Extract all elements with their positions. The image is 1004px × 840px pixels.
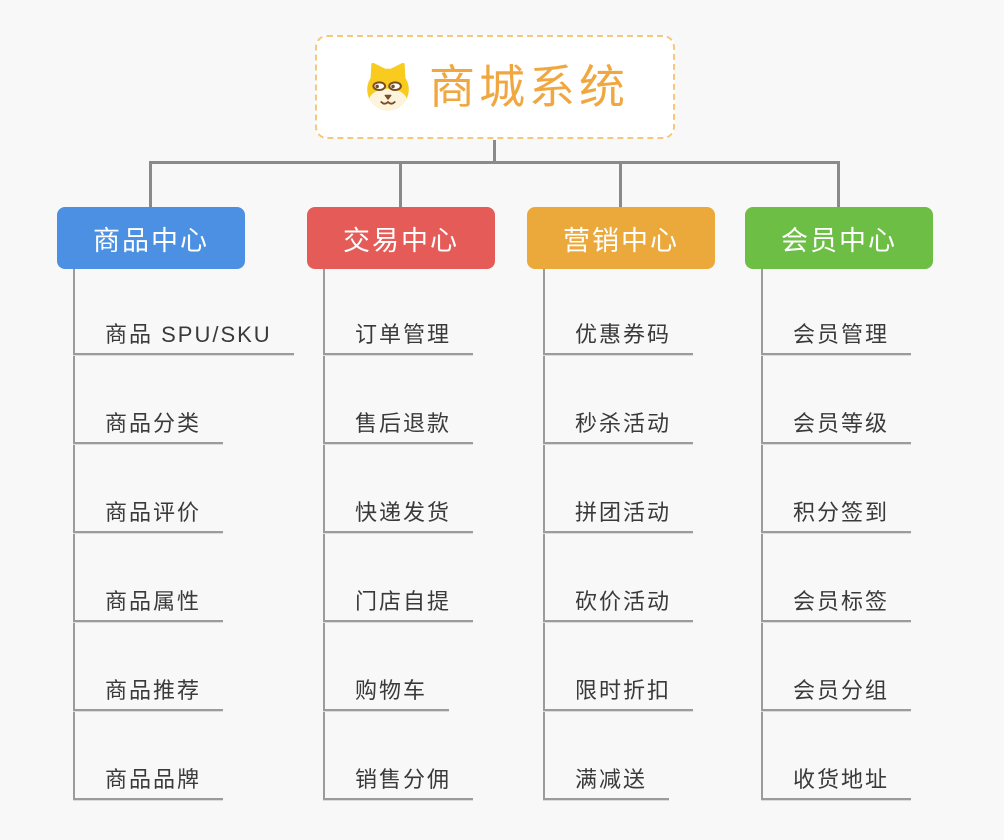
drop-line-marketing (619, 161, 622, 208)
child-node[interactable]: 限时折扣 (543, 673, 694, 711)
branch-node-trade-center[interactable]: 交易中心 (307, 207, 495, 269)
branch-node-product-center[interactable]: 商品中心 (57, 207, 245, 269)
trunk-line (149, 161, 840, 164)
branch-label: 会员中心 (781, 225, 897, 256)
branch-node-member-center[interactable]: 会员中心 (745, 207, 933, 269)
child-node[interactable]: 会员管理 (761, 317, 912, 355)
root-title: 商城系统 (429, 61, 629, 113)
root-stem-line (493, 140, 496, 163)
child-node[interactable]: 秒杀活动 (543, 406, 694, 444)
child-node[interactable]: 会员等级 (761, 406, 912, 444)
child-node[interactable]: 商品评价 (73, 495, 224, 533)
child-node[interactable]: 门店自提 (323, 584, 474, 622)
root-node[interactable]: 商城系统 (315, 35, 675, 139)
spine-line-member (761, 269, 763, 800)
spine-line-marketing (543, 269, 545, 800)
child-node[interactable]: 商品推荐 (73, 673, 224, 711)
child-node[interactable]: 商品品牌 (73, 762, 224, 800)
drop-line-trade (399, 161, 402, 208)
child-node[interactable]: 会员分组 (761, 673, 912, 711)
child-node[interactable]: 满减送 (543, 762, 670, 800)
drop-line-member (837, 161, 840, 208)
child-node[interactable]: 商品 SPU/SKU (73, 317, 294, 355)
child-node[interactable]: 销售分佣 (323, 762, 474, 800)
child-node[interactable]: 收货地址 (761, 762, 912, 800)
child-node[interactable]: 快递发货 (323, 495, 474, 533)
spine-line-product (73, 269, 75, 800)
child-node[interactable]: 订单管理 (323, 317, 474, 355)
branch-label: 商品中心 (93, 225, 209, 256)
dog-face-icon (367, 62, 409, 111)
child-node[interactable]: 售后退款 (323, 406, 474, 444)
branch-label: 营销中心 (563, 225, 679, 256)
branch-node-marketing-center[interactable]: 营销中心 (527, 207, 715, 269)
child-node[interactable]: 砍价活动 (543, 584, 694, 622)
branch-label: 交易中心 (343, 225, 459, 256)
child-node[interactable]: 会员标签 (761, 584, 912, 622)
child-node[interactable]: 积分签到 (761, 495, 912, 533)
child-node[interactable]: 商品分类 (73, 406, 224, 444)
child-node[interactable]: 拼团活动 (543, 495, 694, 533)
drop-line-product (149, 161, 152, 208)
spine-line-trade (323, 269, 325, 800)
child-node[interactable]: 优惠券码 (543, 317, 694, 355)
child-node[interactable]: 购物车 (323, 673, 450, 711)
child-node[interactable]: 商品属性 (73, 584, 224, 622)
